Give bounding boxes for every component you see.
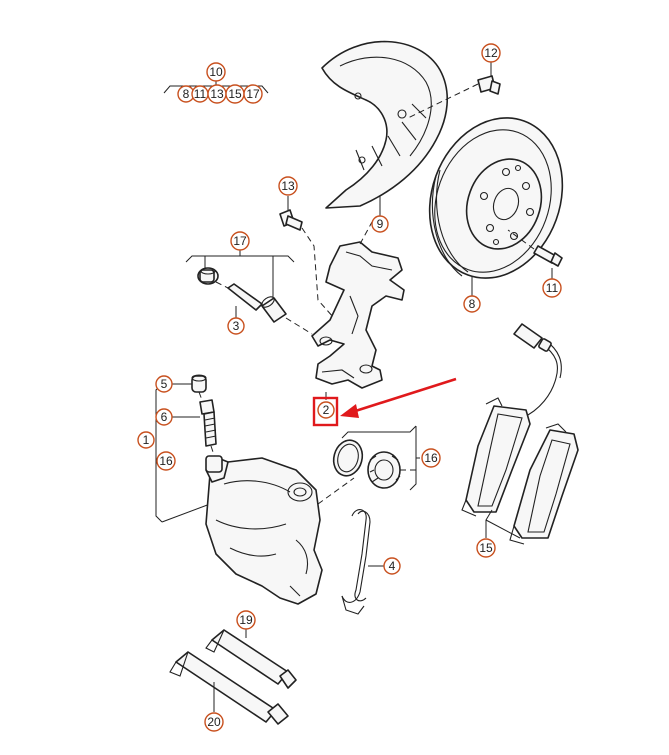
highlight-arrow-head	[340, 404, 359, 418]
callout-10: 10	[206, 62, 226, 82]
group-bracket-16	[341, 425, 420, 491]
callout-17-small: 17	[243, 84, 263, 104]
brake-carrier	[311, 221, 405, 400]
highlight-box	[312, 396, 339, 427]
piston-boot	[367, 451, 416, 489]
svg-text:15: 15	[479, 541, 493, 555]
grease-tube-20	[169, 651, 289, 725]
svg-text:11: 11	[194, 87, 207, 101]
callout-9: 9	[371, 215, 389, 233]
svg-text:6: 6	[161, 410, 168, 424]
svg-text:1: 1	[143, 433, 150, 447]
callout-16-left: 16	[156, 451, 176, 471]
svg-text:16: 16	[424, 451, 438, 465]
callout-11: 11	[542, 278, 562, 298]
callout-11-small: 11	[191, 85, 209, 103]
wear-sensor	[513, 323, 562, 419]
bleed-valve-6	[172, 399, 217, 459]
guide-pin-3	[227, 283, 263, 318]
callout-3: 3	[227, 317, 245, 335]
svg-text:3: 3	[233, 319, 240, 333]
svg-text:12: 12	[484, 46, 498, 60]
svg-text:13: 13	[281, 179, 295, 193]
group-bracket-17	[185, 250, 295, 300]
grease-tube-19	[205, 628, 297, 689]
callout-15-small: 15	[225, 84, 245, 104]
svg-text:16: 16	[159, 454, 173, 468]
svg-text:2: 2	[323, 403, 330, 417]
callout-13-small: 13	[207, 84, 227, 104]
brake-pad-outer	[509, 423, 579, 545]
svg-text:11: 11	[546, 281, 559, 295]
brake-disc	[428, 117, 564, 296]
brake-pad-inner	[461, 397, 531, 517]
bolt-12	[407, 62, 501, 119]
callout-16: 16	[421, 448, 441, 468]
seal-ring	[332, 439, 364, 477]
bolt-13	[279, 196, 335, 319]
callout-2: 2	[317, 401, 335, 419]
svg-text:10: 10	[209, 65, 223, 79]
svg-text:17: 17	[233, 234, 247, 248]
callout-20: 20	[204, 712, 224, 732]
svg-text:9: 9	[377, 217, 384, 231]
guide-bushing	[261, 296, 313, 335]
callout-12: 12	[481, 43, 501, 63]
svg-text:8: 8	[469, 297, 476, 311]
brake-caliper	[205, 455, 355, 605]
svg-text:15: 15	[228, 87, 242, 101]
svg-text:13: 13	[210, 87, 224, 101]
group-bracket-15	[485, 509, 521, 539]
callout-19: 19	[236, 610, 256, 630]
svg-text:8: 8	[183, 87, 190, 101]
dust-cap-5	[172, 374, 207, 401]
retaining-spring-4	[341, 509, 384, 615]
svg-text:19: 19	[239, 613, 253, 627]
callout-13: 13	[278, 176, 298, 196]
svg-text:17: 17	[246, 87, 260, 101]
splash-shield	[321, 40, 449, 216]
highlight-arrow	[345, 377, 457, 416]
callout-4: 4	[383, 557, 401, 575]
highlight-marker	[312, 377, 457, 427]
svg-text:20: 20	[207, 715, 221, 729]
callout-17: 17	[230, 231, 250, 251]
callout-8: 8	[463, 295, 481, 313]
callout-15: 15	[476, 538, 496, 558]
guide-cap	[197, 267, 233, 291]
callout-6: 6	[155, 408, 173, 426]
callout-5: 5	[155, 375, 173, 393]
svg-text:4: 4	[389, 559, 396, 573]
svg-text:5: 5	[161, 377, 168, 391]
screw-11	[507, 229, 563, 280]
callout-1: 1	[137, 431, 155, 449]
